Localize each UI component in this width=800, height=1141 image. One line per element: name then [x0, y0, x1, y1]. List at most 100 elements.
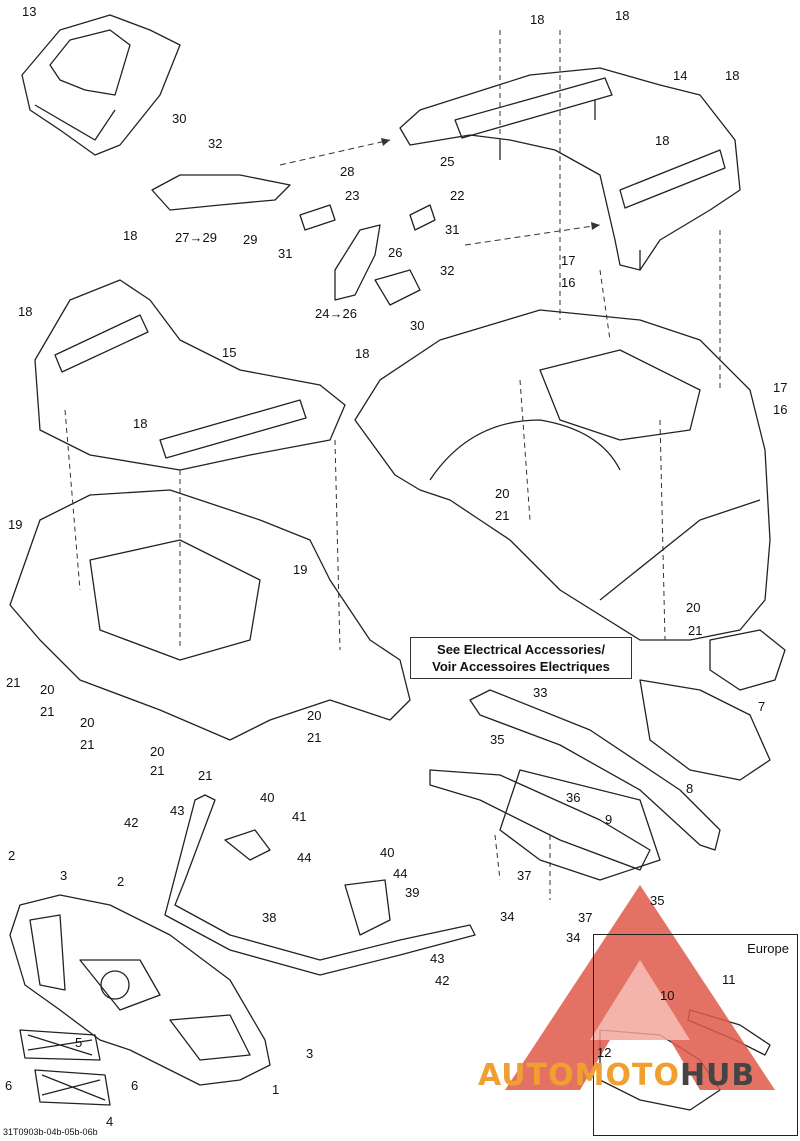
watermark-text-part2: HUB	[679, 1058, 756, 1093]
label-29: 29	[243, 232, 257, 247]
label-41: 41	[292, 809, 306, 824]
label-16: 16	[773, 402, 787, 417]
label-20: 20	[80, 715, 94, 730]
label-19: 19	[293, 562, 307, 577]
label-16: 16	[561, 275, 575, 290]
label-5: 5	[75, 1035, 82, 1050]
label-13: 13	[22, 4, 36, 19]
part-15-front-rack	[34, 279, 346, 471]
label-44: 44	[297, 850, 311, 865]
label-18: 18	[133, 416, 147, 431]
part-5-mesh	[19, 1029, 101, 1061]
label-14: 14	[673, 68, 687, 83]
part-13-cover	[21, 14, 181, 156]
label-9: 9	[605, 812, 612, 827]
label-44: 44	[393, 866, 407, 881]
label-43: 43	[170, 803, 184, 818]
label-43: 43	[430, 951, 444, 966]
note-line-2: Voir Accessoires Electriques	[432, 659, 610, 674]
label-39: 39	[405, 885, 419, 900]
label-20: 20	[307, 708, 321, 723]
label-11: 11	[722, 972, 736, 987]
label-18: 18	[615, 8, 629, 23]
label-33: 33	[533, 685, 547, 700]
part-labels: 13 18 18 14 18 30 32 18 28 23 25 22 27→2…	[5, 4, 787, 1129]
label-19: 19	[8, 517, 22, 532]
part-14-rear-rack	[399, 67, 741, 271]
label-23: 23	[345, 188, 359, 203]
label-21: 21	[688, 623, 702, 638]
watermark-text: AUTOMOTOHUB	[478, 1058, 755, 1093]
label-21: 21	[307, 730, 321, 745]
label-40: 40	[260, 790, 274, 805]
label-28: 28	[340, 164, 354, 179]
label-21: 21	[150, 763, 164, 778]
label-21: 21	[198, 768, 212, 783]
label-20: 20	[495, 486, 509, 501]
label-17: 17	[773, 380, 787, 395]
label-6: 6	[5, 1078, 12, 1093]
label-18: 18	[530, 12, 544, 27]
rear-fender	[354, 309, 771, 641]
label-18: 18	[725, 68, 739, 83]
note-line-1: See Electrical Accessories/	[437, 642, 605, 657]
label-12: 12	[597, 1045, 611, 1060]
label-37: 37	[578, 910, 592, 925]
label-37: 37	[517, 868, 531, 883]
label-40: 40	[380, 845, 394, 860]
part-1-front-grille	[9, 894, 271, 1086]
label-27-29: 27→29	[175, 230, 217, 245]
label-31: 31	[278, 246, 292, 261]
label-7: 7	[758, 699, 765, 714]
label-3: 3	[306, 1046, 313, 1061]
watermark-logo-icon	[505, 885, 775, 1090]
label-22: 22	[450, 188, 464, 203]
label-21: 21	[40, 704, 54, 719]
europe-inset: Europe	[593, 934, 798, 1136]
label-30: 30	[172, 111, 186, 126]
label-15: 15	[222, 345, 236, 360]
label-18: 18	[655, 133, 669, 148]
label-8: 8	[686, 781, 693, 796]
label-21: 21	[80, 737, 94, 752]
label-20: 20	[40, 682, 54, 697]
label-42: 42	[124, 815, 138, 830]
label-34: 34	[566, 930, 580, 945]
part-4-mesh	[34, 1069, 111, 1106]
label-4: 4	[106, 1114, 113, 1129]
label-35: 35	[650, 893, 664, 908]
label-38: 38	[262, 910, 276, 925]
transfer-arrows	[279, 139, 601, 246]
label-21: 21	[6, 675, 20, 690]
assembly-lines	[64, 30, 721, 900]
front-fender	[9, 489, 411, 741]
watermark-text-part1: AUTOMOTO	[478, 1058, 680, 1093]
label-3: 3	[60, 868, 67, 883]
label-32: 32	[208, 136, 222, 151]
label-10: 10	[660, 988, 674, 1003]
small-brackets	[151, 174, 436, 306]
label-20: 20	[686, 600, 700, 615]
label-6: 6	[131, 1078, 138, 1093]
label-36: 36	[566, 790, 580, 805]
label-24-26: 24→26	[315, 306, 357, 321]
label-18: 18	[18, 304, 32, 319]
label-34: 34	[500, 909, 514, 924]
label-2: 2	[8, 848, 15, 863]
electrical-accessories-note: See Electrical Accessories/ Voir Accesso…	[410, 637, 632, 679]
label-20: 20	[150, 744, 164, 759]
part-7-light-housing	[639, 629, 786, 781]
label-18: 18	[123, 228, 137, 243]
part-38-front-brace	[164, 794, 476, 976]
arrow-heads	[381, 138, 600, 230]
label-31: 31	[445, 222, 459, 237]
europe-inset-title: Europe	[747, 941, 789, 956]
label-26: 26	[388, 245, 402, 260]
label-2: 2	[117, 874, 124, 889]
label-32: 32	[440, 263, 454, 278]
part-33-bumper-frame	[429, 689, 721, 881]
reference-code: 31T0903b-04b-05b-06b	[3, 1127, 98, 1137]
label-30: 30	[410, 318, 424, 333]
label-35: 35	[490, 732, 504, 747]
